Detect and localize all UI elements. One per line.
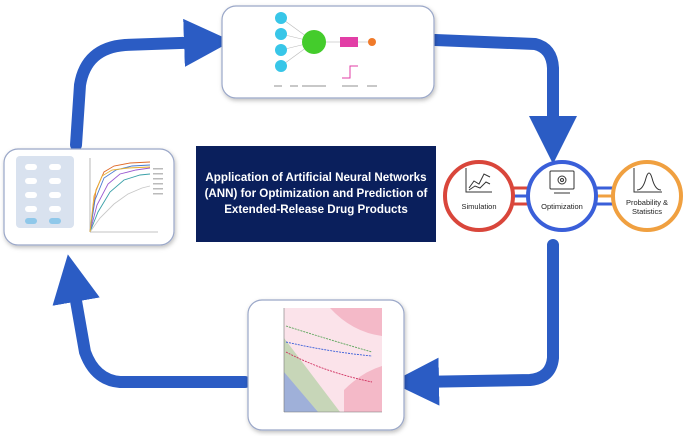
ann-diagram-panel (221, 5, 435, 99)
input-neuron (275, 12, 287, 24)
simulation-label: Simulation (461, 202, 497, 211)
optimization-circle (526, 160, 598, 232)
tablet-blister-photo (16, 156, 74, 228)
arrow-bottom-left (52, 254, 251, 388)
activation-box (340, 37, 358, 47)
output-neuron (368, 38, 376, 46)
title-box: Application of Artificial Neural Network… (196, 146, 436, 242)
input-neuron (275, 60, 287, 72)
diagram-title: Application of Artificial Neural Network… (204, 171, 428, 216)
input-neuron (275, 44, 287, 56)
arrow-left-top (70, 18, 232, 151)
cycle-arrows (52, 18, 577, 406)
release-profile-mini-chart (89, 158, 163, 233)
summation-neuron (302, 30, 326, 54)
line-chart-icon (465, 168, 492, 193)
probability-label: Probability & Statistics (625, 198, 669, 216)
bell-curve-icon (633, 168, 662, 193)
probability-circle (611, 160, 683, 232)
design-space-chart-panel (247, 299, 405, 431)
arrow-right-bottom (391, 239, 559, 406)
simulation-circle (443, 160, 515, 232)
arrow-top-right (429, 34, 577, 164)
dissolution-chart-panel (3, 148, 175, 246)
input-neuron (275, 28, 287, 40)
gear-chart-icon (549, 170, 575, 194)
optimization-label: Optimization (541, 202, 583, 211)
step-function-icon (342, 65, 358, 79)
